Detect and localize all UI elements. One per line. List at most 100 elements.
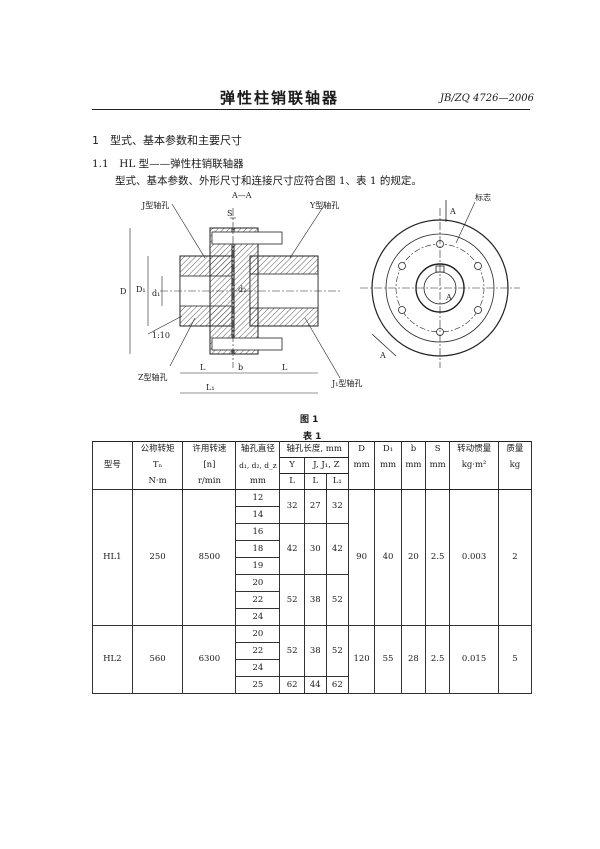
section-mark-a-centre: A <box>445 293 452 302</box>
header-rule <box>92 109 530 110</box>
figure-caption: 图 1 <box>300 415 319 425</box>
table-row: 20 52 38 52 <box>93 574 532 626</box>
cell-speed: 6300 <box>182 625 237 694</box>
section-mark-a-top: A <box>449 207 456 216</box>
table-row: HL2 560 6300 20 52 38 52 120 55 28 2.5 0… <box>92 625 533 694</box>
dim-l-right: L <box>282 363 288 372</box>
cell-bore: 25 <box>235 676 281 694</box>
table-row: HL1 250 8500 12 32 27 32 90 40 20 2.5 0.… <box>92 489 533 626</box>
cell-len-ly: 32 <box>279 489 305 524</box>
header-torque-sym: Tₙ <box>131 457 184 474</box>
cell-len-l: 38 <box>303 625 327 677</box>
cell-len-l: 30 <box>303 523 327 575</box>
dim-dz: d₂ <box>238 285 246 294</box>
header-b: b <box>400 441 427 458</box>
cell-inertia: 0.003 <box>449 489 499 626</box>
cell-torque: 560 <box>131 625 184 694</box>
header-speed: 许用转速 <box>182 441 237 458</box>
header-len-l: L <box>303 473 327 490</box>
cell-b: 28 <box>400 625 427 694</box>
cell-D: 120 <box>347 625 376 694</box>
cell-bore: 24 <box>235 659 281 677</box>
cell-D1: 40 <box>374 489 402 626</box>
cell-mass: 2 <box>497 489 533 626</box>
table-row: 16 42 30 42 <box>93 523 532 575</box>
header-bore-sym: d₁, d₂, d_z <box>235 457 281 474</box>
section-view <box>129 203 341 394</box>
taper-label: 1:10 <box>152 331 170 340</box>
spec-table: 型号 公称转矩 许用转速 轴孔直径 轴孔长度, mm D D₁ b S 转动惯量… <box>92 441 533 694</box>
cell-len-l1: 62 <box>325 676 349 694</box>
cell-len-l: 44 <box>303 676 327 694</box>
intro-paragraph: 型式、基本参数、外形尺寸和连接尺寸应符合图 1、表 1 的规定。 <box>115 175 422 187</box>
header-length: 轴孔长度, mm <box>279 441 349 458</box>
header-inertia-unit: kg·m² <box>449 457 499 474</box>
header-bore-unit: mm <box>235 473 281 490</box>
label-j1-bore: J₁型轴孔 <box>331 378 362 388</box>
cell-D1: 55 <box>374 625 402 694</box>
dim-d-big: D <box>120 287 126 296</box>
section-label-aa: A—A <box>231 191 252 200</box>
header-D1-unit: mm <box>374 457 402 474</box>
header-mass: 质量 <box>497 441 533 458</box>
cell-len-l1: 52 <box>325 574 349 626</box>
cell-bore: 19 <box>235 557 281 575</box>
dim-d1: D₁ <box>136 285 146 294</box>
cell-bore: 20 <box>235 625 281 643</box>
dim-b: b <box>238 363 243 372</box>
dim-l1: L₁ <box>206 383 215 392</box>
header-model: 型号 <box>92 441 133 490</box>
cell-model: HL2 <box>92 625 133 694</box>
cell-S: 2.5 <box>425 489 451 626</box>
cell-bore: 16 <box>235 523 281 541</box>
header-torque: 公称转矩 <box>131 441 184 458</box>
cell-b: 20 <box>400 489 427 626</box>
cell-model: HL1 <box>92 489 133 626</box>
cell-speed: 8500 <box>182 489 237 626</box>
header-bore: 轴孔直径 <box>235 441 281 458</box>
cell-len-l1: 42 <box>325 523 349 575</box>
header-len-l1: L₁ <box>325 473 349 490</box>
header-D-unit: mm <box>347 457 376 474</box>
cell-len-l: 38 <box>303 574 327 626</box>
cell-len-ly: 42 <box>279 523 305 575</box>
standard-number: JB/ZQ 4726—2006 <box>440 93 534 104</box>
cell-torque: 250 <box>131 489 184 626</box>
cell-S: 2.5 <box>425 625 451 694</box>
cell-bore: 22 <box>235 591 281 609</box>
label-j-bore: J型轴孔 <box>141 200 169 210</box>
header-type-j: J, J₁, Z <box>303 457 349 474</box>
section-heading: 1 型式、基本参数和主要尺寸 <box>92 134 242 147</box>
cell-bore: 14 <box>235 506 281 524</box>
header-D: D <box>347 441 376 458</box>
header-D1: D₁ <box>374 441 402 458</box>
header-inertia: 转动惯量 <box>449 441 499 458</box>
label-y-bore: Y型轴孔 <box>309 200 339 210</box>
subsection-heading: 1.1 HL 型——弹性柱销联轴器 <box>92 158 244 170</box>
dim-d-small: d₁ <box>152 289 160 298</box>
end-view <box>360 200 520 368</box>
cell-len-l1: 52 <box>325 625 349 677</box>
section-mark-a-bottom: A <box>379 351 386 360</box>
label-z-bore: Z型轴孔 <box>138 372 168 382</box>
header-len-l-y: L <box>279 473 305 490</box>
cell-len-ly: 62 <box>279 676 305 694</box>
table-caption: 表 1 <box>303 432 322 442</box>
label-mark: 标志 <box>475 192 491 202</box>
cell-len-l1: 32 <box>325 489 349 524</box>
header-S-unit: mm <box>425 457 451 474</box>
cell-bore: 18 <box>235 540 281 558</box>
cell-bore: 24 <box>235 608 281 626</box>
cell-len-ly: 52 <box>279 574 305 626</box>
dim-s: S <box>227 209 232 218</box>
header-speed-unit: r/min <box>182 473 237 490</box>
cell-D: 90 <box>347 489 376 626</box>
cell-len-ly: 52 <box>279 625 305 677</box>
table-row: 25 62 44 62 <box>93 676 532 694</box>
header-type-y: Y <box>279 457 305 474</box>
header-mass-unit: kg <box>497 457 533 474</box>
cell-bore: 20 <box>235 574 281 592</box>
coupling-drawing: A—A S J型轴孔 Y型轴孔 D D₁ d₁ d₂ 1:10 L b L L₁… <box>120 191 520 394</box>
header-torque-unit: N·m <box>131 473 184 490</box>
dim-l-left: L <box>200 363 206 372</box>
